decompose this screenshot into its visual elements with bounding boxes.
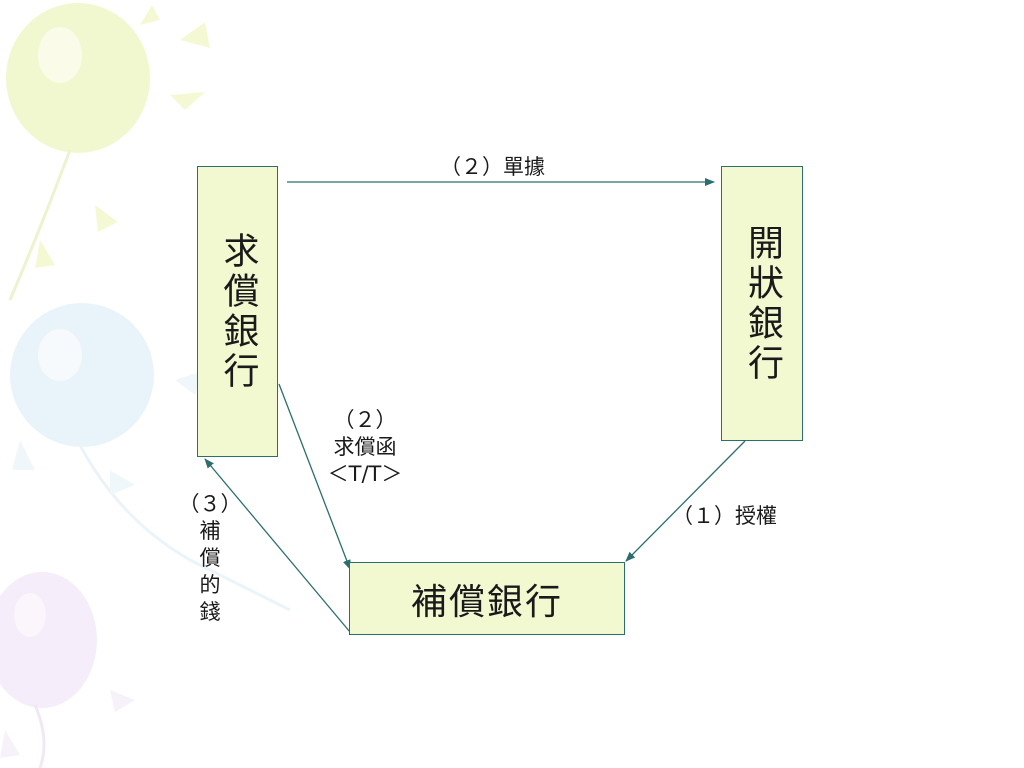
reimbursing-bank-box: 補償銀行 — [349, 562, 625, 635]
claiming-bank-box: 求償銀行 — [197, 166, 278, 457]
reimbursement-money-line: 的 — [199, 572, 221, 597]
reimbursement-claim-label: （２） 求償函 ＜T/T＞ — [312, 407, 418, 488]
issuing-bank-label: 開狀銀行 — [742, 223, 783, 384]
reimbursement-money-label: （３） 補 償 的 錢 — [170, 491, 250, 625]
reimbursement-claim-note: ＜T/T＞ — [327, 461, 403, 486]
documents-step: （２） — [440, 155, 503, 179]
balloon-decoration-icon — [10, 303, 291, 612]
reimbursement-claim-text: 求償函 — [333, 434, 397, 459]
documents-text: 單據 — [503, 155, 545, 179]
reimbursing-bank-label: 補償銀行 — [410, 581, 563, 623]
authorization-label: （１）授權 — [672, 503, 777, 530]
documents-label: （２）單據 — [440, 154, 545, 181]
balloon-decoration-icon — [6, 3, 210, 301]
balloon-decoration-icon — [0, 572, 135, 768]
authorization-text: 授權 — [735, 504, 777, 528]
reimbursement-money-step: （３） — [178, 492, 242, 516]
authorization-step: （１） — [672, 504, 735, 528]
reimbursement-money-line: 補 — [199, 518, 221, 543]
claiming-bank-label: 求償銀行 — [217, 231, 259, 392]
reimbursement-claim-step: （２） — [333, 408, 397, 432]
issuing-bank-box: 開狀銀行 — [721, 166, 803, 441]
reimbursement-money-line: 償 — [199, 545, 221, 570]
reimbursement-money-line: 錢 — [199, 599, 221, 624]
